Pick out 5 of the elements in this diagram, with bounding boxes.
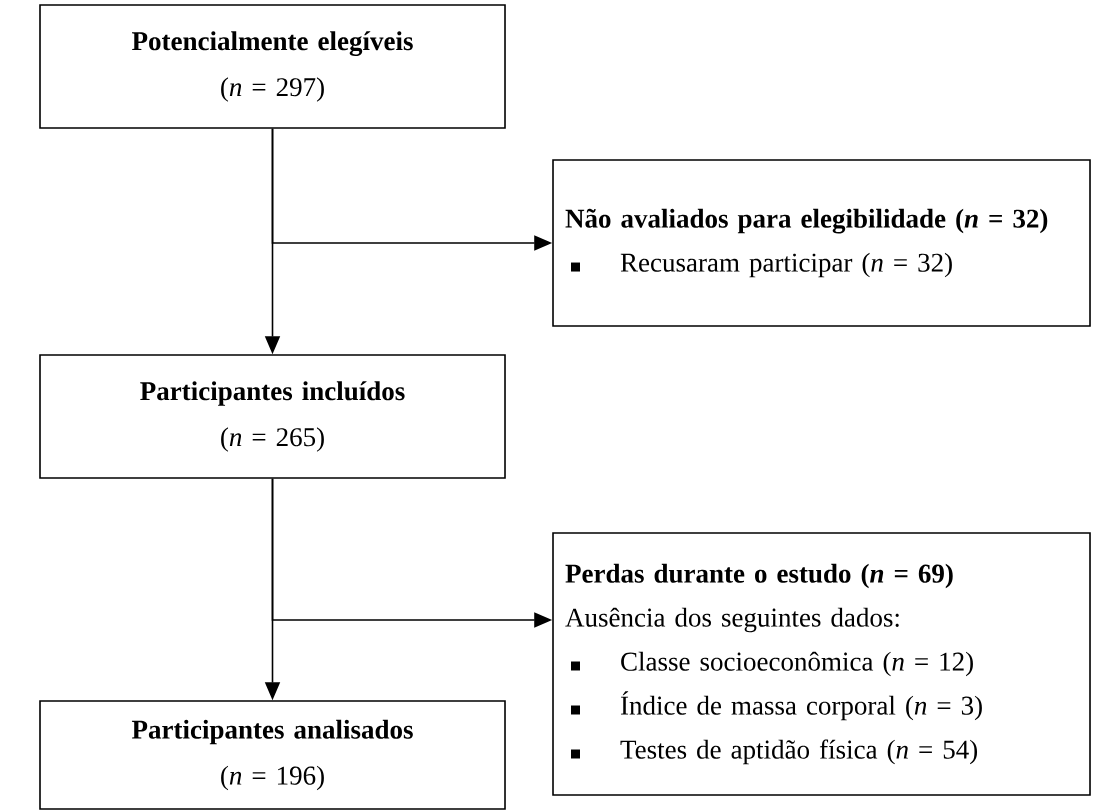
flow-box: Não avaliados para elegibilidade (n = 32) Recusaram participar (n = 32) [552, 159, 1091, 327]
flow-box: Participantes analisados (n = 196) [39, 700, 506, 810]
flow-box: Participantes incluídos (n = 265) [39, 354, 506, 479]
flow-box: Perdas durante o estudo (n = 69) Ausência dos seguintes dados: Classe socioeconômica (n = 12) Índice de massa corporal (n = 3) Testes de aptidão física (n = 54) [552, 532, 1091, 796]
flow-box: Potencialmente elegíveis (n = 297) [39, 4, 506, 129]
